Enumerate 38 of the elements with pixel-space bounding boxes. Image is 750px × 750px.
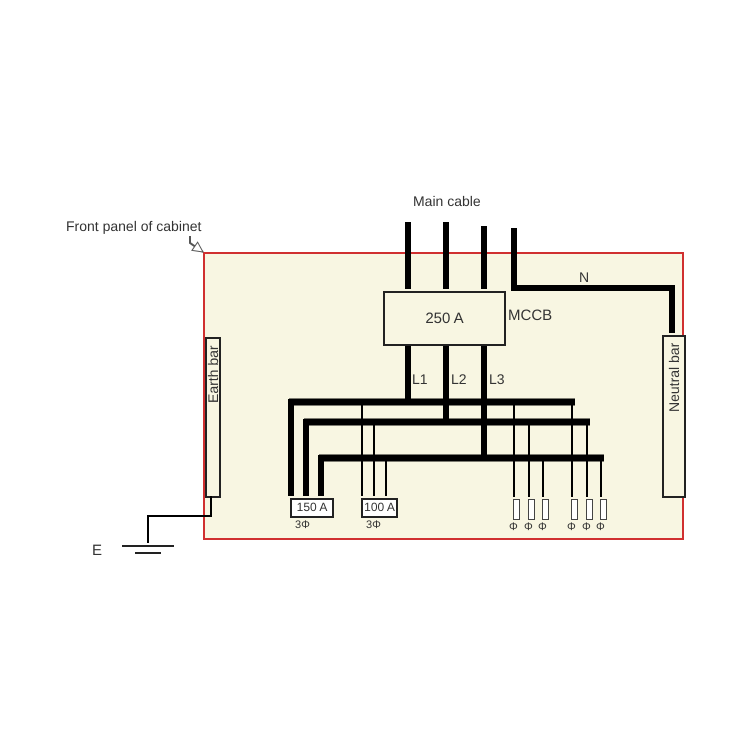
cable-line: [443, 222, 449, 289]
component-caption: Φ: [524, 520, 533, 535]
leader-arrow: [189, 236, 204, 253]
wire: [147, 496, 212, 543]
wire: [288, 344, 411, 496]
component-caption: Φ: [538, 520, 547, 535]
component-caption: 3Φ: [366, 518, 381, 533]
breaker-box: 250 A: [383, 291, 506, 346]
component-caption: Φ: [509, 520, 518, 535]
earth-bar: Earth bar: [205, 337, 221, 498]
cabinet-panel: [203, 252, 684, 540]
edge-label: L2: [450, 371, 468, 387]
wire: [318, 344, 487, 496]
component-caption: Φ: [567, 520, 576, 535]
fuse-symbol: [600, 499, 607, 520]
cable-line: [511, 228, 675, 333]
component-caption: Φ: [596, 520, 605, 535]
cable-line: [481, 226, 487, 289]
edge-label: L3: [488, 371, 506, 387]
component-caption: E: [92, 543, 102, 559]
fuse-symbol: [586, 499, 593, 520]
fuse-symbol: [528, 499, 535, 520]
cable-line: [405, 222, 411, 289]
callout-text: Front panel of cabinet: [66, 218, 236, 236]
cable-label: Main cable: [413, 193, 481, 209]
component-caption: MCCB: [508, 308, 552, 324]
ground-symbol: [122, 543, 174, 557]
component-caption: Φ: [582, 520, 591, 535]
fuse-symbol: [513, 499, 520, 520]
breaker-box: 150 A: [290, 498, 334, 518]
edge-label: N: [578, 269, 590, 285]
neutral-bar: Neutral bar: [662, 335, 686, 498]
wire: [303, 344, 449, 496]
fuse-symbol: [571, 499, 578, 520]
component-caption: 3Φ: [295, 518, 310, 533]
fuse-symbol: [542, 499, 549, 520]
edge-label: L1: [411, 371, 429, 387]
breaker-box: 100 A: [361, 498, 398, 518]
